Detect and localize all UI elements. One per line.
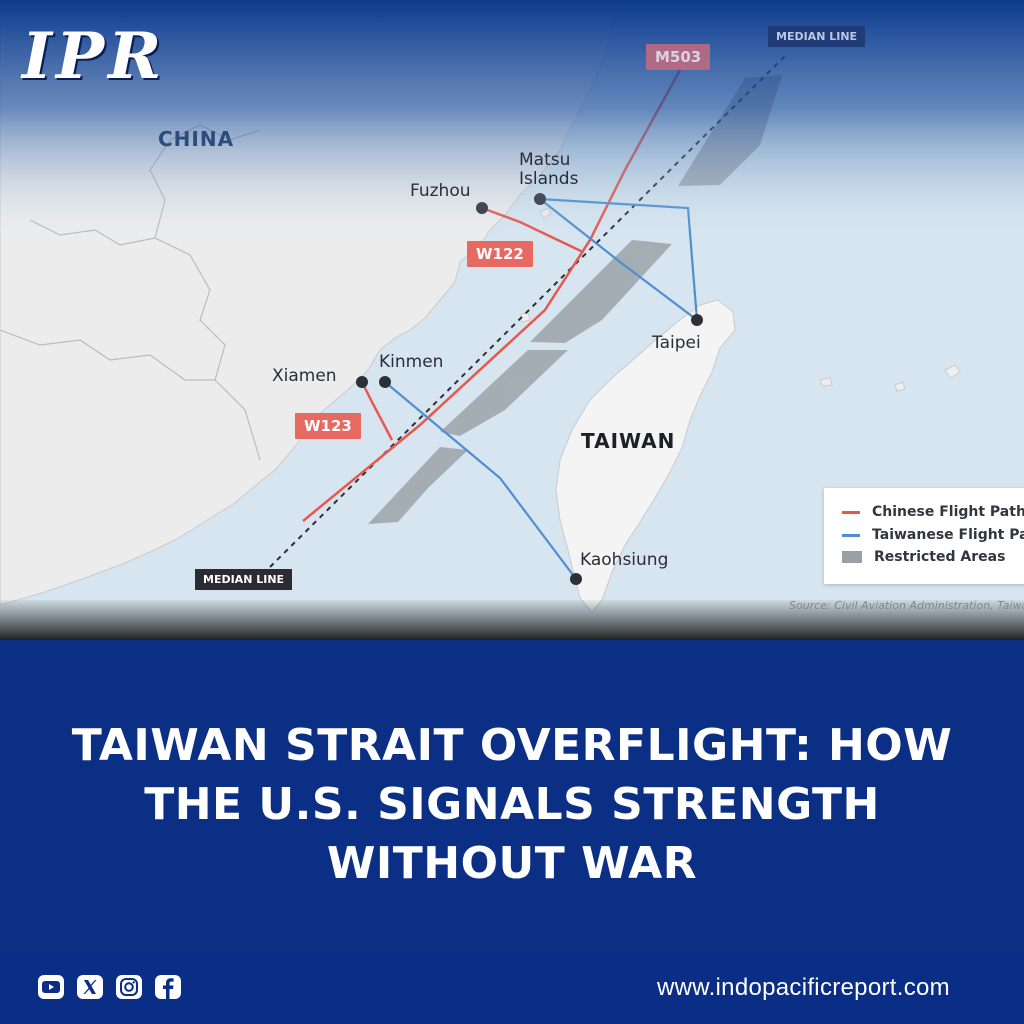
kinmen-dot (379, 376, 391, 388)
taipei-label: Taipei (652, 333, 701, 353)
legend-swatch-chinese (842, 510, 860, 514)
x-icon[interactable] (75, 972, 105, 1002)
legend-restricted: Restricted Areas (842, 549, 1005, 565)
map-source: Source: Civil Aviation Administration, T… (789, 599, 1024, 612)
kaohsiung-dot (570, 573, 582, 585)
xiamen-label: Xiamen (272, 366, 337, 386)
fuzhou-label: Fuzhou (410, 181, 471, 201)
legend-chinese: Chinese Flight Path (842, 504, 1024, 520)
legend-label-taiwanese: Taiwanese Flight Path (872, 527, 1024, 543)
w123-tag: W123 (295, 413, 361, 439)
headline-line-3: WITHOUT WAR (326, 838, 698, 889)
kinmen-kaohsiung-path (384, 381, 577, 580)
median-line (269, 52, 789, 568)
kinmen-label: Kinmen (379, 352, 444, 372)
ipr-logo: IPR (22, 19, 166, 94)
map-legend: Chinese Flight Path Taiwanese Flight Pat… (824, 488, 1024, 584)
bottom-edge-shadow (0, 600, 1024, 640)
legend-label-chinese: Chinese Flight Path (872, 504, 1024, 520)
headline: TAIWAN STRAIT OVERFLIGHT: HOW THE U.S. S… (0, 716, 1024, 893)
legend-swatch-restricted (842, 551, 862, 563)
headline-line-1: TAIWAN STRAIT OVERFLIGHT: HOW (71, 720, 953, 771)
taipei-dot (691, 314, 703, 326)
youtube-icon[interactable] (36, 972, 66, 1002)
instagram-icon[interactable] (114, 972, 144, 1002)
m503-tag: M503 (646, 44, 711, 70)
xiamen-dot (356, 376, 368, 388)
taiwan-label: TAIWAN (581, 429, 676, 453)
matsu-label-line2: Islands (519, 169, 579, 189)
china-label: CHINA (158, 127, 235, 151)
median-line-tag-bottom: MEDIAN LINE (195, 569, 293, 590)
facebook-icon[interactable] (153, 972, 183, 1002)
median-line-tag-top: MEDIAN LINE (768, 26, 866, 47)
map: IPR CHINA TAIWAN Fuzhou Matsu Islands Ta… (0, 0, 1024, 640)
legend-taiwanese: Taiwanese Flight Path (842, 527, 1024, 543)
legend-swatch-taiwanese (842, 533, 860, 537)
w123-path (360, 381, 394, 441)
kaohsiung-label: Kaohsiung (580, 550, 669, 570)
website-url[interactable]: www.indopacificreport.com (657, 974, 950, 1001)
legend-label-restricted: Restricted Areas (874, 549, 1006, 565)
w122-tag: W122 (467, 241, 533, 267)
headline-line-2: THE U.S. SIGNALS STRENGTH (144, 779, 880, 830)
matsu-label-line1: Matsu (519, 150, 571, 170)
